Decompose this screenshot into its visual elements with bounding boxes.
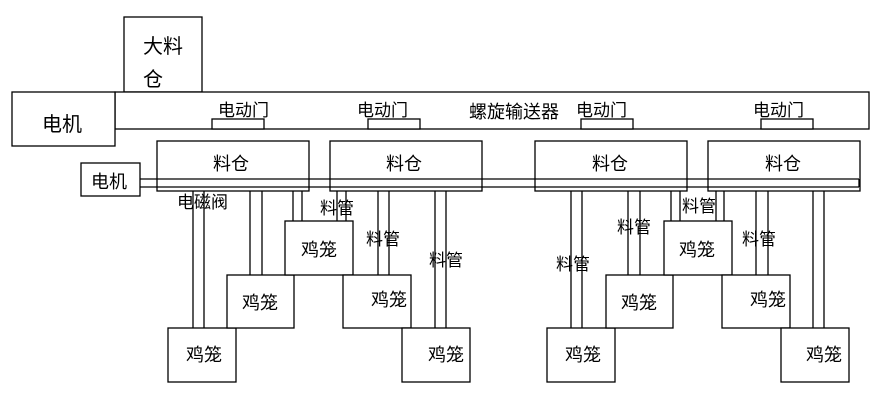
hopper-2-label: 料仓 [386, 154, 422, 175]
cage-9-label: 鸡笼 [750, 290, 786, 311]
cage-1-box [167, 327, 237, 383]
hopper-3-label: 料仓 [592, 154, 628, 175]
pipe-label-2: 料管 [366, 230, 400, 250]
electric-door-2: 电动门 [357, 101, 421, 130]
pipe-label-6: 料管 [682, 197, 716, 217]
cage-2-box [226, 274, 295, 329]
electric-door-4-box [760, 118, 814, 130]
main-motor-label: 电机 [42, 112, 82, 136]
electric-door-2-label: 电动门 [357, 101, 408, 121]
hopper-4-box [707, 140, 861, 192]
electric-door-3: 电动门 [576, 101, 634, 130]
cage-2-label: 鸡笼 [242, 293, 278, 314]
electric-door-4: 电动门 [753, 101, 814, 130]
electric-door-4-label: 电动门 [753, 101, 804, 121]
cage-6-box [546, 327, 616, 383]
cage-5-box [401, 327, 471, 383]
feed-pipes [192, 191, 825, 328]
hopper-1-box [156, 140, 310, 192]
shaft-motor-box [80, 162, 141, 197]
main-motor-box [11, 91, 116, 147]
big-hopper-box [123, 16, 203, 93]
cage-7-box [605, 274, 674, 329]
electric-door-1: 电动门 [211, 101, 269, 130]
electric-door-3-label: 电动门 [576, 101, 627, 121]
cage-6-label: 鸡笼 [565, 345, 601, 366]
electric-door-3-box [580, 118, 634, 130]
cage-4-label: 鸡笼 [371, 290, 407, 311]
hopper-3-box [534, 140, 688, 192]
pipe-label-1: 料管 [320, 199, 354, 219]
electric-door-1-label: 电动门 [218, 101, 269, 121]
electric-door-2-box [367, 118, 421, 130]
shaft-motor-label: 电机 [91, 172, 127, 193]
cage-3-label: 鸡笼 [301, 240, 337, 261]
hopper-1-label: 料仓 [213, 154, 249, 175]
cage-5-label: 鸡笼 [428, 345, 464, 366]
cage-3-box [284, 220, 354, 276]
hopper-2-box [329, 140, 483, 192]
drive-shaft [140, 178, 860, 188]
cage-10-box [780, 327, 850, 383]
cage-4-box [342, 274, 412, 329]
cage-7-label: 鸡笼 [621, 293, 657, 314]
cage-8-box [663, 220, 733, 276]
cage-10-label: 鸡笼 [806, 345, 842, 366]
big-hopper-label-1: 大料 [143, 34, 183, 58]
electric-door-1-box [211, 118, 265, 130]
cage-1-label: 鸡笼 [186, 345, 222, 366]
pipe-label-7: 料管 [742, 230, 776, 250]
cage-9-box [721, 274, 791, 329]
cage-8-label: 鸡笼 [679, 240, 715, 261]
big-hopper-label-2: 仓 [143, 67, 163, 91]
pipe-label-4: 料管 [556, 255, 590, 275]
pipe-label-5: 料管 [617, 218, 651, 238]
hopper-4-label: 料仓 [765, 154, 801, 175]
solenoid-valve-label: 电磁阀 [177, 193, 228, 213]
pipe-label-3: 料管 [429, 251, 463, 271]
screw-conveyor-label: 螺旋输送器 [469, 102, 559, 123]
